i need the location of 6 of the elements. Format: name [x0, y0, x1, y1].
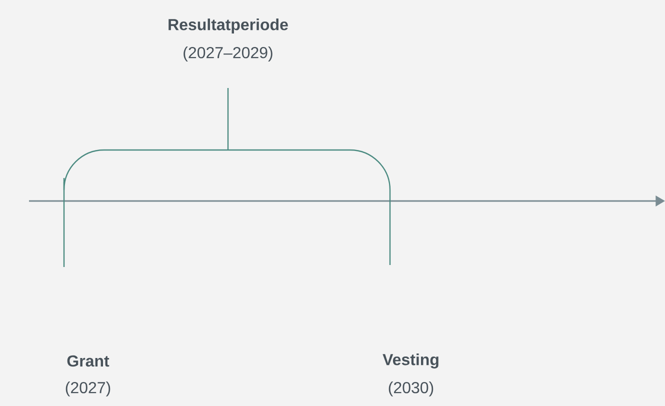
label: Grant [67, 355, 110, 367]
label: (2027–2029) [184, 46, 272, 62]
label: Resultatperiode [168, 18, 288, 34]
label: Vesting [382, 354, 438, 368]
label: (2027) [66, 382, 110, 396]
label: (2030) [388, 382, 434, 396]
